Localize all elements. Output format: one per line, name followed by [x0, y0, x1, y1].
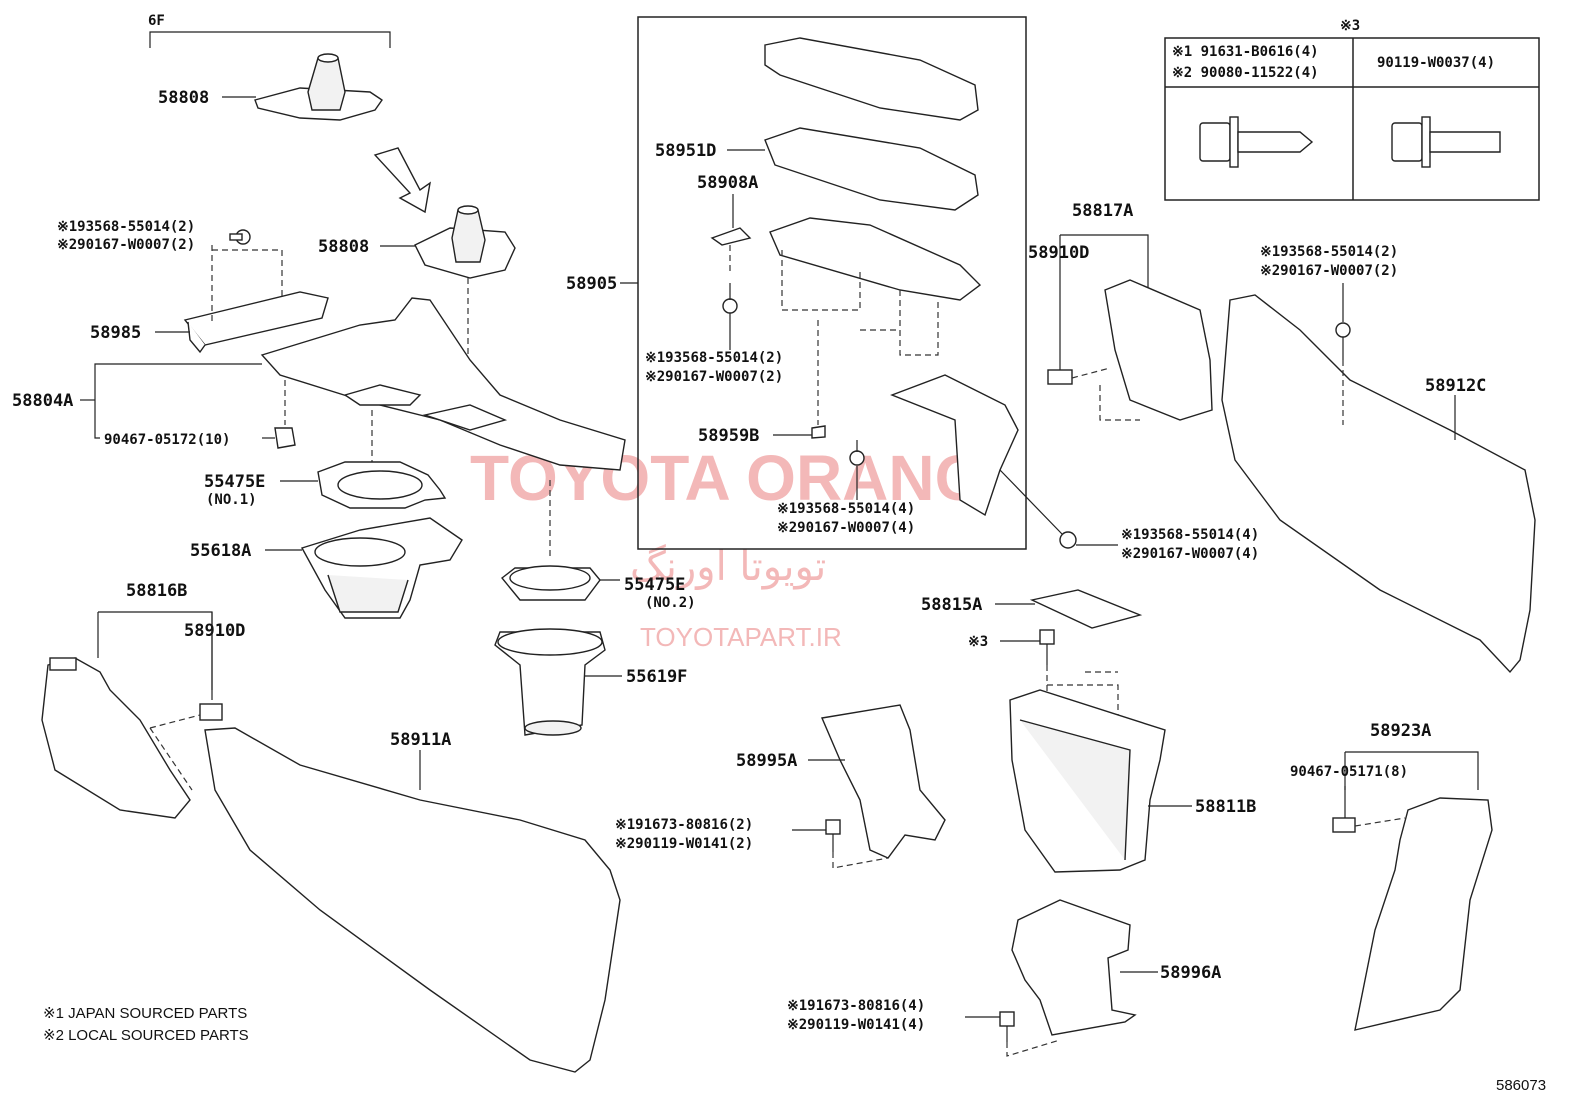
label-mark3[interactable]: ※3 [968, 634, 988, 650]
label-58815A[interactable]: 58815A [921, 595, 982, 615]
bolt-local-icon [1391, 116, 1501, 168]
callout-mid-2[interactable]: ※290167-W0007(4) [1121, 546, 1259, 562]
label-55618A[interactable]: 55618A [190, 541, 251, 561]
label-55475E-no2-sub[interactable]: (NO.2) [645, 595, 696, 611]
label-58985[interactable]: 58985 [90, 323, 141, 343]
label-58911A[interactable]: 58911A [390, 730, 451, 750]
assembly-arrow-icon [373, 147, 431, 214]
callout-right-2[interactable]: ※290167-W0007(2) [1260, 263, 1398, 279]
label-58910D-right[interactable]: 58910D [1028, 243, 1089, 263]
clip-58910D-left-icon [199, 703, 223, 721]
bracket-58996A-part[interactable] [1011, 899, 1137, 1036]
label-58808-mid[interactable]: 58808 [318, 237, 369, 257]
callout-box-a2[interactable]: ※290167-W0007(2) [645, 369, 783, 385]
callout-58985-2[interactable]: ※290167-W0007(2) [57, 237, 195, 253]
screw-58985-icon [229, 229, 251, 245]
group-bracket [149, 31, 391, 48]
cup-holder-55619F-part[interactable] [494, 628, 606, 736]
label-58811B[interactable]: 58811B [1195, 797, 1256, 817]
clip-90467-05172-icon [274, 427, 296, 449]
side-cover-58816B-part[interactable] [41, 657, 191, 819]
armrest-lid-part[interactable] [764, 37, 979, 121]
callout-box-b2[interactable]: ※290167-W0007(4) [777, 520, 915, 536]
label-58908A[interactable]: 58908A [697, 173, 758, 193]
callout-mid-1[interactable]: ※193568-55014(4) [1121, 527, 1259, 543]
cup-holder-55618A-part[interactable] [300, 517, 463, 619]
bracket-58995A-part[interactable] [821, 704, 946, 859]
label-58905[interactable]: 58905 [566, 274, 617, 294]
bolt-table-title: ※3 [1340, 18, 1360, 34]
bolt-table-left-2[interactable]: ※2 90080-11522(4) [1172, 65, 1319, 81]
watermark-site: TOYOTAPART.IR [640, 622, 842, 652]
legend-note-2: ※2 LOCAL SOURCED PARTS [43, 1027, 249, 1044]
pad-58908A-part[interactable] [710, 227, 752, 246]
label-58995A[interactable]: 58995A [736, 751, 797, 771]
callout-58995-1[interactable]: ※191673-80816(2) [615, 817, 753, 833]
label-58808-top[interactable]: 58808 [158, 88, 209, 108]
bracket-58985-part[interactable] [183, 291, 329, 354]
callout-58996-2[interactable]: ※290119-W0141(4) [787, 1017, 925, 1033]
bolt-table-left-1[interactable]: ※1 91631-B0616(4) [1172, 44, 1319, 60]
clip-58910D-right-icon [1047, 369, 1073, 385]
label-58817A[interactable]: 58817A [1072, 201, 1133, 221]
clip-90467-05171-icon [1332, 817, 1356, 833]
lower-panel-58911A-part[interactable] [204, 727, 621, 1073]
label-55475E-no2[interactable]: 55475E [624, 575, 685, 595]
cup-ring-55475E-no1-part[interactable] [317, 461, 447, 509]
cup-ring-55475E-no2-part[interactable] [501, 565, 601, 601]
screw-right-icon [1335, 322, 1351, 360]
callout-58995-2[interactable]: ※290119-W0141(2) [615, 836, 753, 852]
callout-90467-05171[interactable]: 90467-05171(8) [1290, 764, 1408, 780]
label-55475E-no1-sub[interactable]: (NO.1) [206, 492, 257, 508]
label-58996A[interactable]: 58996A [1160, 963, 1221, 983]
label-58923A[interactable]: 58923A [1370, 721, 1431, 741]
watermark-persian: تویوتا اورنگ [630, 544, 826, 590]
callout-box-a1[interactable]: ※193568-55014(2) [645, 350, 783, 366]
shift-boot-mid-part[interactable] [414, 205, 516, 279]
callout-box-b1[interactable]: ※193568-55014(4) [777, 501, 915, 517]
pad-58815A-part[interactable] [1029, 589, 1143, 629]
label-58816B[interactable]: 58816B [126, 581, 187, 601]
bolt-table-right-1[interactable]: 90119-W0037(4) [1377, 55, 1495, 71]
rear-cover-58923A-part[interactable] [1354, 797, 1493, 1031]
armrest-base-part[interactable] [769, 217, 982, 301]
label-58804A[interactable]: 58804A [12, 391, 73, 411]
group-label: 6F [148, 13, 165, 29]
callout-right-1[interactable]: ※193568-55014(2) [1260, 244, 1398, 260]
callout-58996-1[interactable]: ※191673-80816(4) [787, 998, 925, 1014]
label-55475E-no1[interactable]: 55475E [204, 472, 265, 492]
callout-58985-1[interactable]: ※193568-55014(2) [57, 219, 195, 235]
shift-boot-top-part[interactable] [254, 53, 383, 121]
clip-58959B-icon [811, 425, 826, 439]
diagram-number: 586073 [1496, 1077, 1546, 1094]
bolt-58995-icon [825, 819, 841, 852]
armrest-cushion-58951D-part[interactable] [764, 127, 979, 211]
bolt-table [1164, 37, 1540, 201]
screw-box-b-icon [849, 440, 865, 466]
bolt-japan-icon [1199, 116, 1314, 168]
bolt-mark3-icon [1039, 629, 1055, 665]
console-panel-58804A-part[interactable] [260, 297, 626, 471]
legend-note-1: ※1 JAPAN SOURCED PARTS [43, 1005, 247, 1022]
label-58910D-left[interactable]: 58910D [184, 621, 245, 641]
label-58959B[interactable]: 58959B [698, 426, 759, 446]
bolt-58996-icon [999, 1011, 1015, 1042]
label-58912C[interactable]: 58912C [1425, 376, 1486, 396]
callout-90467-05172[interactable]: 90467-05172(10) [104, 432, 230, 448]
label-55619F[interactable]: 55619F [626, 667, 687, 687]
side-cover-58817A-part[interactable] [1104, 279, 1213, 421]
side-panel-58912C-part[interactable] [1221, 294, 1536, 674]
screw-box-a-icon [722, 283, 738, 314]
screw-mid-icon [999, 469, 1077, 549]
console-box-58811B-part[interactable] [1009, 689, 1166, 873]
label-58951D[interactable]: 58951D [655, 141, 716, 161]
